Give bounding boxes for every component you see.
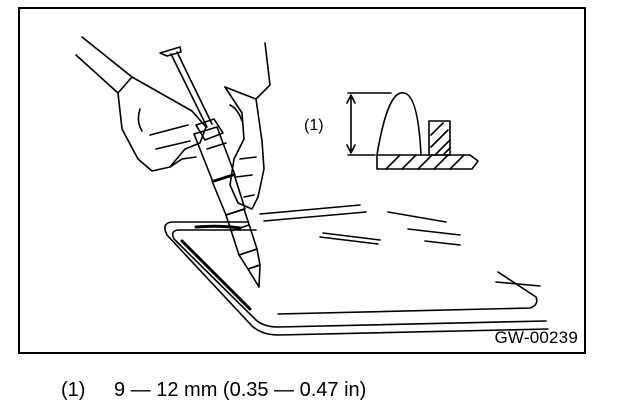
windshield-glass: [164, 204, 549, 336]
caulking-gun: [159, 46, 261, 288]
callout-label: (1): [304, 117, 324, 134]
bead-profile: [376, 92, 422, 156]
figure-frame: (1) GW-00239: [18, 7, 586, 354]
figure-code: GW-00239: [494, 328, 578, 347]
adhesive-bead: [180, 224, 252, 311]
dimension-arrow: [346, 92, 392, 156]
left-hand: [75, 36, 207, 172]
bead-section-inset: [346, 92, 479, 170]
caption-callout: (1): [61, 379, 86, 401]
right-hand: [224, 42, 271, 210]
dimension-caption: (1) 9 — 12 mm (0.35 — 0.47 in): [61, 379, 366, 402]
caption-text: 9 — 12 mm (0.35 — 0.47 in): [114, 379, 367, 401]
adhesive-application-illustration: (1): [75, 36, 549, 336]
